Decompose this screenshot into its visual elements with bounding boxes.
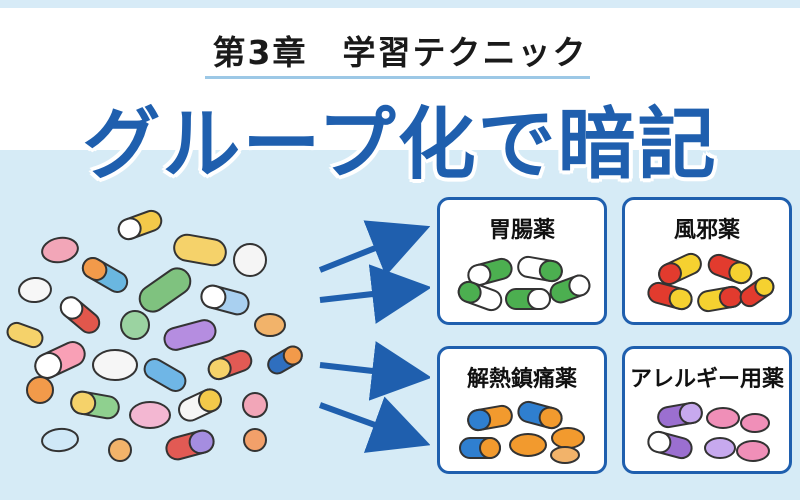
category-label: 胃腸薬 [488,218,555,243]
grouping-arrows [318,220,430,453]
subtitle-underline [205,76,590,79]
page-title: グループ化で暗記 [0,82,800,194]
mixed-pills-pile-icon [6,209,303,462]
chapter-subtitle: 第3章 学習テクニック [212,33,588,72]
category-label: アレルギー用薬 [629,367,784,392]
category-card-cold[interactable]: 風邪薬 [622,197,792,325]
green-capsules-icon [457,255,591,312]
arrow-to-pain [319,341,430,401]
title-accent-text: 暗記 [557,100,718,190]
header-band [0,0,800,150]
purple-pink-pills-icon [647,401,770,462]
blue-orange-tablets-icon [459,400,585,464]
arrow-to-cold [319,264,430,324]
red-yellow-capsules-icon [647,252,775,313]
category-card-pain[interactable]: 解熱鎮痛薬 [437,346,607,474]
arrow-to-allergy [318,396,430,453]
category-label: 風邪薬 [673,218,740,243]
title-main-text: グループ化で [82,100,558,190]
category-card-allergy[interactable]: アレルギー用薬 [622,346,792,474]
category-card-gastro[interactable]: 胃腸薬 [437,197,607,325]
arrow-to-gastro [318,220,430,277]
category-label: 解熱鎮痛薬 [466,367,577,392]
